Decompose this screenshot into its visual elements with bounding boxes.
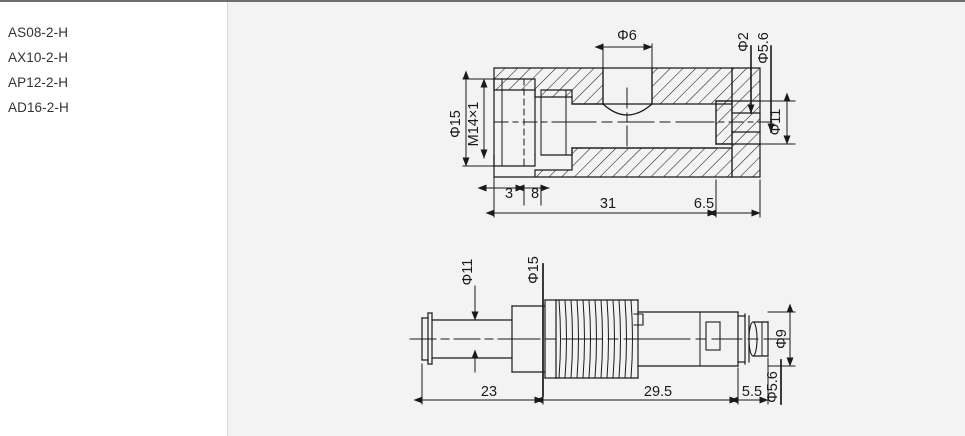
dim2-phi5p6: Φ5.6 (765, 371, 781, 403)
dim-phi6: Φ6 (617, 28, 637, 44)
dim2-29p5: 29.5 (644, 384, 672, 400)
dim-phi11: Φ11 (768, 109, 784, 136)
list-item[interactable]: AD16-2-H (8, 100, 69, 115)
dim2-phi11: Φ11 (460, 259, 476, 286)
dim-phi15: Φ15 (448, 110, 464, 138)
dim-6p5: 6.5 (694, 196, 714, 212)
bottom-outline-geometry (409, 299, 791, 379)
dim-3: 3 (505, 186, 513, 202)
dim-8: 8 (531, 186, 539, 202)
dim-phi2: Φ2 (736, 32, 752, 52)
list-item[interactable]: AP12-2-H (8, 75, 69, 90)
list-item[interactable]: AX10-2-H (8, 50, 69, 65)
dim2-phi9: Φ9 (774, 329, 790, 349)
top-dimension-lines (462, 43, 796, 218)
top-rule-divider (0, 0, 965, 2)
dim2-23: 23 (481, 384, 497, 400)
dim-31: 31 (600, 196, 616, 212)
list-item[interactable]: AS08-2-H (8, 25, 69, 40)
dim2-5p5: 5.5 (742, 384, 762, 400)
pane-divider (227, 2, 228, 436)
dim-m14x1: M14×1 (466, 102, 482, 147)
top-section-geometry (493, 67, 771, 178)
dim2-phi15: Φ15 (526, 256, 542, 284)
part-code-list: AS08-2-H AX10-2-H AP12-2-H AD16-2-H (8, 20, 208, 120)
part-list-pane: AS08-2-H AX10-2-H AP12-2-H AD16-2-H (0, 2, 227, 436)
dim-phi5p6: Φ5.6 (756, 32, 772, 64)
bottom-dimension-lines (413, 263, 796, 405)
technical-drawing-svg: Φ6 Φ15 M14×1 Φ2 Φ5.6 Φ11 3 8 31 6.5 Φ11 … (409, 28, 796, 405)
